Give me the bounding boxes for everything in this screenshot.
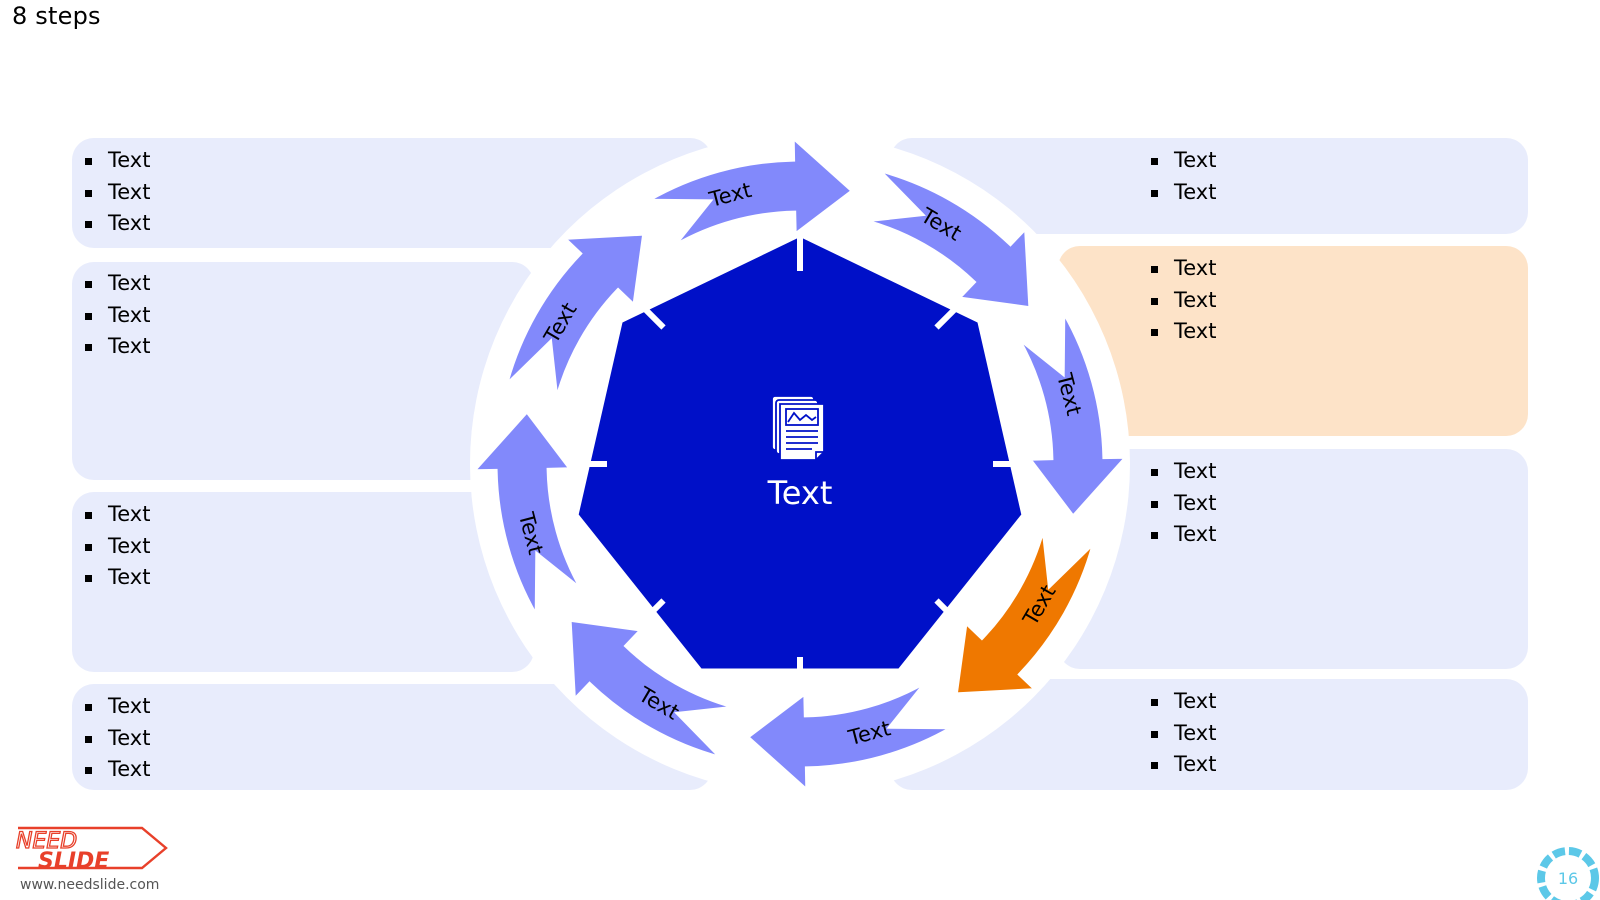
bullet-item: Text: [1150, 456, 1216, 488]
center-tick-2: [934, 297, 967, 330]
bullet-item: Text: [84, 754, 150, 786]
page-number: 16: [1558, 869, 1578, 888]
bullet-item: Text: [84, 300, 150, 332]
bullet-list-left-1: Text Text Text: [84, 145, 150, 240]
logo-chevron: [18, 826, 168, 870]
bullet-list-right-4: Text Text Text: [1150, 686, 1216, 781]
panel-right-2: [1058, 246, 1528, 436]
footer-url: www.needslide.com: [20, 877, 160, 893]
center-tick-6: [633, 598, 666, 631]
bullet-item: Text: [84, 562, 150, 594]
cycle-arrow-5: [745, 681, 957, 794]
bullet-list-left-3: Text Text Text: [84, 499, 150, 594]
badge-ring: [1537, 847, 1599, 900]
report-chart-icon: [771, 395, 825, 461]
bullet-item: Text: [1150, 718, 1216, 750]
panel-left-3: [72, 492, 534, 672]
bullet-item: Text: [84, 177, 150, 209]
bullet-item: Text: [84, 691, 150, 723]
center-tick-4: [934, 598, 967, 631]
panel-left-2: [72, 262, 534, 480]
bullet-item: Text: [84, 331, 150, 363]
bullet-item: Text: [1150, 488, 1216, 520]
panel-right-3: [1058, 449, 1528, 669]
bullet-list-left-2: Text Text Text: [84, 268, 150, 363]
bullet-item: Text: [1150, 145, 1216, 177]
slide-title: 8 steps: [12, 2, 101, 30]
cycle-arrows: [470, 134, 1130, 794]
bullet-item: Text: [84, 208, 150, 240]
center-label: Text: [767, 474, 833, 512]
bullet-item: Text: [1150, 316, 1216, 348]
bullet-item: Text: [1150, 285, 1216, 317]
center-tick-marks: [567, 231, 1033, 697]
cycle-arrow-4: [954, 529, 1097, 696]
bullet-list-right-2: Text Text Text: [1150, 253, 1216, 348]
cycle-arrow-7: [470, 409, 583, 621]
center-tick-8: [633, 297, 666, 330]
cycle-arrow-1: [643, 134, 855, 247]
needslide-logo: NEED SLIDE: [15, 826, 168, 870]
bullet-item: Text: [1150, 686, 1216, 718]
bullet-item: Text: [84, 531, 150, 563]
cycle-arrow-2: [865, 167, 1032, 310]
logo-top-text: NEED: [16, 829, 77, 854]
bullet-item: Text: [84, 145, 150, 177]
cycle-arrow-3: [1017, 307, 1130, 519]
logo-bottom-text: SLIDE: [38, 849, 109, 870]
bullet-item: Text: [1150, 519, 1216, 551]
bullet-item: Text: [1150, 177, 1216, 209]
bullet-item: Text: [84, 268, 150, 300]
bullet-list-left-4: Text Text Text: [84, 691, 150, 786]
bullet-item: Text: [84, 723, 150, 755]
cycle-arrow-8: [503, 232, 646, 399]
bullet-item: Text: [84, 499, 150, 531]
bullet-item: Text: [1150, 749, 1216, 781]
bullet-list-right-3: Text Text Text: [1150, 456, 1216, 551]
cycle-arrow-6: [568, 618, 735, 761]
bullet-list-right-1: Text Text: [1150, 145, 1216, 208]
bullet-item: Text: [1150, 253, 1216, 285]
page-number-badge: 16: [1537, 847, 1599, 900]
